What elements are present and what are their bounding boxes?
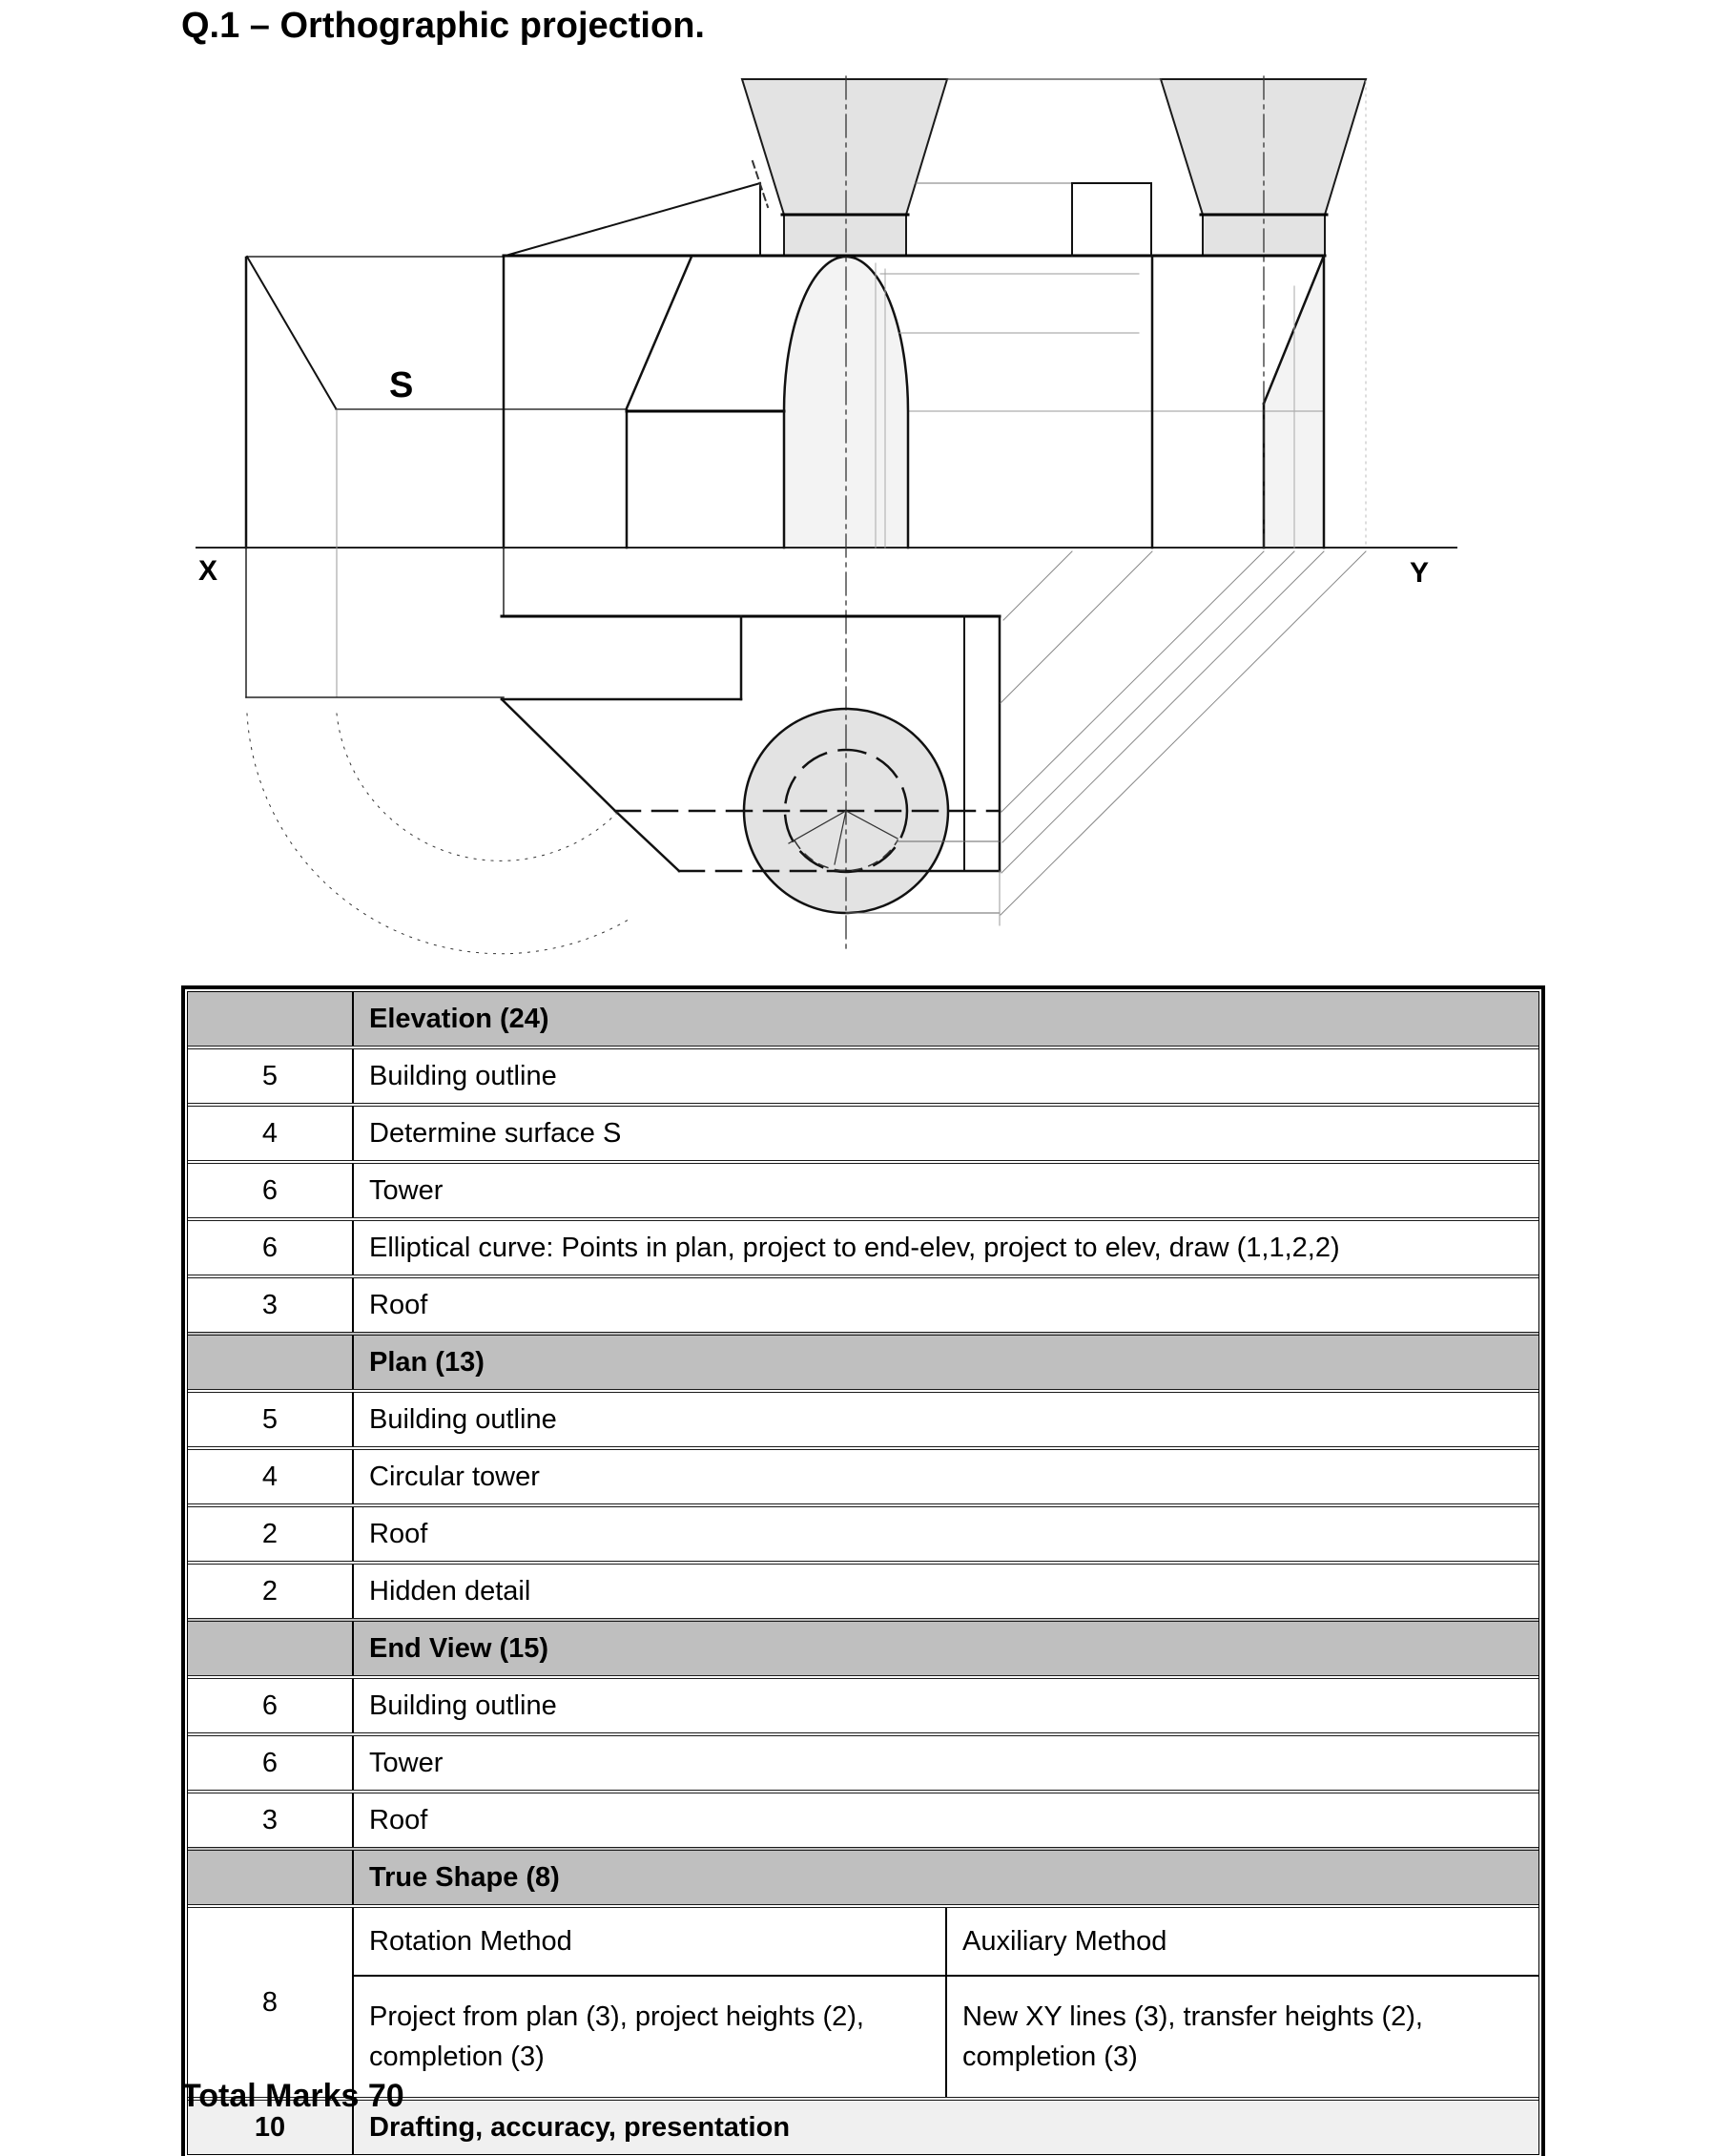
item-label: Hidden detail [369, 1575, 531, 1607]
table-section-header: Plan (13) [188, 1332, 1538, 1389]
marks-cell: 5 [188, 1393, 354, 1446]
item-label: Tower [369, 1174, 444, 1206]
elevation-view [244, 75, 1327, 950]
marks-cell: 8 [188, 1908, 354, 2097]
item-label: Roof [369, 1518, 428, 1549]
section-label: Elevation (24) [369, 1003, 549, 1034]
auxiliary-method-column: Auxiliary Method New XY lines (3), trans… [947, 1908, 1538, 2097]
orthographic-drawing: S X Y [196, 75, 1457, 955]
table-row: 6 Tower [188, 1160, 1538, 1217]
marks-cell: 4 [188, 1107, 354, 1160]
rotation-method-column: Rotation Method Project from plan (3), p… [354, 1908, 947, 2097]
table-row: 3 Roof [188, 1790, 1538, 1847]
marks-cell: 6 [188, 1736, 354, 1790]
drafting-row: 10 Drafting, accuracy, presentation [188, 2097, 1538, 2154]
y-axis-label: Y [1410, 557, 1429, 589]
table-row: 3 Roof [188, 1275, 1538, 1332]
table-row: 5 Building outline [188, 1389, 1538, 1446]
marks-cell [188, 1851, 354, 1904]
drawing-fills [740, 78, 1368, 913]
marks-cell: 6 [188, 1164, 354, 1217]
marks-cell: 3 [188, 1278, 354, 1332]
section-label: Plan (13) [369, 1346, 485, 1378]
item-label: Drafting, accuracy, presentation [369, 2111, 791, 2143]
marks-cell: 6 [188, 1221, 354, 1275]
marks-cell [188, 1336, 354, 1389]
marks-cell [188, 992, 354, 1046]
table-section-header: Elevation (24) [188, 992, 1538, 1046]
method-name: Auxiliary Method [947, 1908, 1538, 1977]
marks-cell: 2 [188, 1565, 354, 1618]
table-section-header: True Shape (8) [188, 1847, 1538, 1904]
section-label: End View (15) [369, 1632, 549, 1664]
item-label: Building outline [369, 1403, 557, 1435]
marks-cell: 3 [188, 1793, 354, 1847]
table-row: 5 Building outline [188, 1046, 1538, 1103]
surface-s-label: S [389, 365, 413, 405]
item-label: Roof [369, 1804, 428, 1835]
item-label: Roof [369, 1289, 428, 1320]
marks-cell [188, 1622, 354, 1675]
marking-scheme-table: Elevation (24) 5 Building outline 4 Dete… [181, 985, 1545, 2156]
table-row: 6 Elliptical curve: Points in plan, proj… [188, 1217, 1538, 1275]
item-label: Tower [369, 1747, 444, 1778]
marks-cell: 10 [188, 2101, 354, 2154]
marks-cell: 4 [188, 1450, 354, 1503]
table-inner-border: Elevation (24) 5 Building outline 4 Dete… [187, 991, 1539, 2155]
section-label: True Shape (8) [369, 1861, 560, 1893]
true-shape-split-row: 8 Rotation Method Project from plan (3),… [188, 1904, 1538, 2097]
marks-cell: 6 [188, 1679, 354, 1732]
true-shape-methods: Rotation Method Project from plan (3), p… [354, 1908, 1538, 2097]
method-detail: New XY lines (3), transfer heights (2), … [962, 2001, 1423, 2072]
item-label: Building outline [369, 1690, 557, 1721]
total-marks: Total Marks 70 [181, 2078, 404, 2114]
item-label: Circular tower [369, 1461, 540, 1492]
plan-view [245, 547, 1367, 955]
method-detail: Project from plan (3), project heights (… [369, 2001, 864, 2072]
table-row: 6 Tower [188, 1732, 1538, 1790]
marks-cell: 2 [188, 1507, 354, 1561]
item-label: Building outline [369, 1060, 557, 1091]
end-view [1071, 75, 1367, 549]
table-row: 2 Roof [188, 1503, 1538, 1561]
table-row: 6 Building outline [188, 1675, 1538, 1732]
item-label: Elliptical curve: Points in plan, projec… [369, 1232, 1340, 1263]
x-axis-label: X [198, 555, 217, 587]
table-section-header: End View (15) [188, 1618, 1538, 1675]
table-row: 4 Determine surface S [188, 1103, 1538, 1160]
table-row: 2 Hidden detail [188, 1561, 1538, 1618]
marks-cell: 5 [188, 1049, 354, 1103]
item-label: Determine surface S [369, 1117, 622, 1149]
method-name: Rotation Method [354, 1908, 945, 1977]
page-title: Q.1 – Orthographic projection. [181, 6, 705, 46]
table-row: 4 Circular tower [188, 1446, 1538, 1503]
